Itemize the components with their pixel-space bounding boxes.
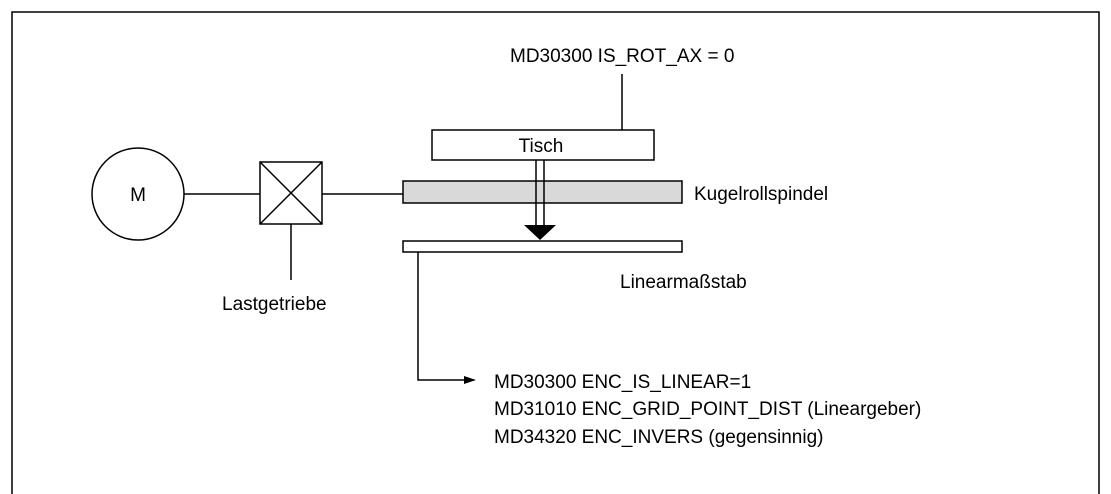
table-label: Tisch bbox=[519, 136, 564, 157]
scale-label: Linearmaßstab bbox=[620, 272, 747, 293]
encoder-signal-line bbox=[417, 252, 476, 384]
top-param-label: MD30300 IS_ROT_AX = 0 bbox=[510, 46, 734, 67]
diagram-frame bbox=[11, 11, 1100, 494]
gearbox-cross-2 bbox=[259, 161, 323, 225]
spindle-label: Kugelrollspindel bbox=[694, 184, 828, 205]
gearbox-label: Lastgetriebe bbox=[222, 294, 327, 315]
encoder-param-invers: MD34320 ENC_INVERS (gegensinnig) bbox=[494, 427, 824, 448]
spindle-bar bbox=[402, 180, 683, 204]
motor-label: M bbox=[130, 185, 146, 206]
table-box bbox=[431, 129, 655, 161]
encoder-param-linear: MD30300 ENC_IS_LINEAR=1 bbox=[494, 372, 751, 393]
encoder-param-grid: MD31010 ENC_GRID_POINT_DIST (Lineargeber… bbox=[494, 399, 921, 420]
scale-bar bbox=[402, 240, 683, 253]
pointer-arrowhead bbox=[524, 225, 556, 240]
